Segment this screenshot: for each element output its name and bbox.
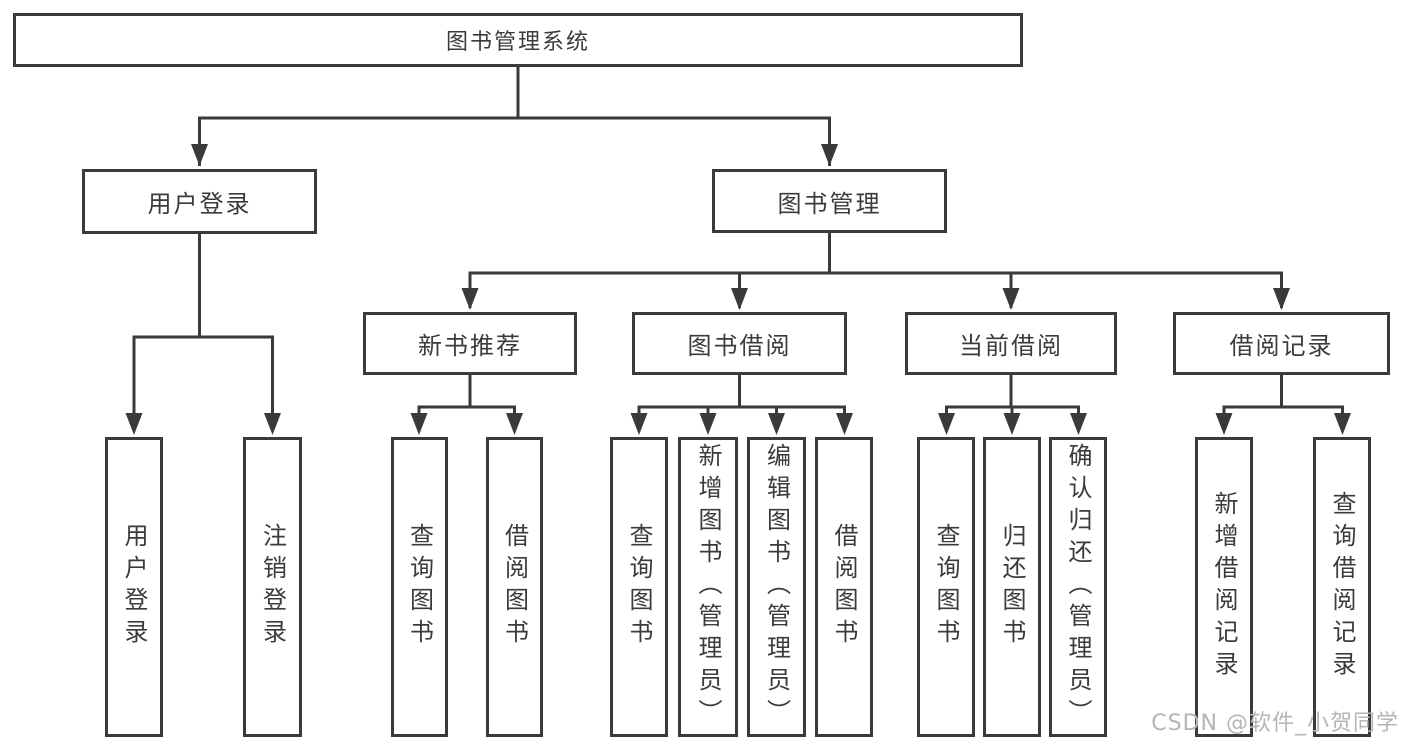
node-leaf-recommend-query-books: 查询图书	[391, 437, 448, 737]
edge-user-login-branch	[132, 234, 274, 430]
node-label: 查询借阅记录	[1328, 491, 1356, 683]
node-label: 编辑图书（管理员）	[762, 443, 791, 731]
node-new-book-recommend: 新书推荐	[363, 312, 577, 375]
node-label: 当前借阅	[959, 332, 1063, 360]
node-leaf-query-borrow-record: 查询借阅记录	[1313, 437, 1371, 737]
node-label: 查询图书	[932, 523, 960, 651]
node-label: 用户登录	[120, 523, 148, 651]
node-book-management-branch: 图书管理	[712, 169, 947, 233]
node-current-borrow: 当前借阅	[905, 312, 1117, 375]
node-leaf-borrow-query-books: 查询图书	[610, 437, 668, 737]
node-leaf-user-login: 用户登录	[105, 437, 163, 737]
edge-book-management-branch	[468, 232, 1283, 308]
csdn-watermark: CSDN @软件_小贺同学	[1151, 711, 1399, 736]
node-label: 借阅图书	[830, 523, 858, 651]
edge-current-borrow-branch	[945, 375, 1080, 430]
node-leaf-logout: 注销登录	[243, 437, 302, 737]
node-label: 查询图书	[405, 523, 434, 651]
node-label: 借阅记录	[1229, 332, 1334, 360]
node-leaf-add-books-admin: 新增图书（管理员）	[678, 437, 738, 737]
node-leaf-recommend-borrow-books: 借阅图书	[486, 437, 543, 737]
node-label: 新增借阅记录	[1210, 491, 1238, 683]
node-label: 图书借阅	[687, 332, 792, 360]
node-leaf-add-borrow-record: 新增借阅记录	[1195, 437, 1253, 737]
node-label: 新书推荐	[418, 332, 522, 360]
node-label: 注销登录	[258, 523, 287, 651]
node-book-borrow: 图书借阅	[632, 312, 847, 375]
node-leaf-return-books: 归还图书	[983, 437, 1041, 737]
node-leaf-borrow-books: 借阅图书	[815, 437, 873, 737]
node-label: 归还图书	[998, 523, 1026, 651]
node-label: 新增图书（管理员）	[694, 443, 722, 731]
node-label: 查询图书	[625, 523, 653, 651]
node-label: 图书管理	[777, 189, 882, 218]
edge-book-borrow-branch	[637, 375, 846, 430]
node-label: 用户登录	[147, 190, 252, 218]
node-label: 借阅图书	[500, 523, 529, 651]
node-user-login-branch: 用户登录	[82, 169, 317, 234]
node-label: 确认归还（管理员）	[1064, 443, 1092, 731]
node-leaf-current-query-books: 查询图书	[917, 437, 975, 737]
edge-root-to-level2	[198, 67, 831, 166]
node-borrow-records: 借阅记录	[1173, 312, 1390, 375]
edge-new-book-recommend-branch	[417, 375, 516, 430]
node-leaf-confirm-return-admin: 确认归还（管理员）	[1049, 437, 1107, 737]
edge-borrow-records-branch	[1222, 375, 1344, 430]
node-label: 图书管理系统	[445, 30, 590, 55]
node-leaf-edit-books-admin: 编辑图书（管理员）	[747, 437, 806, 737]
node-library-management-system: 图书管理系统	[13, 13, 1023, 67]
